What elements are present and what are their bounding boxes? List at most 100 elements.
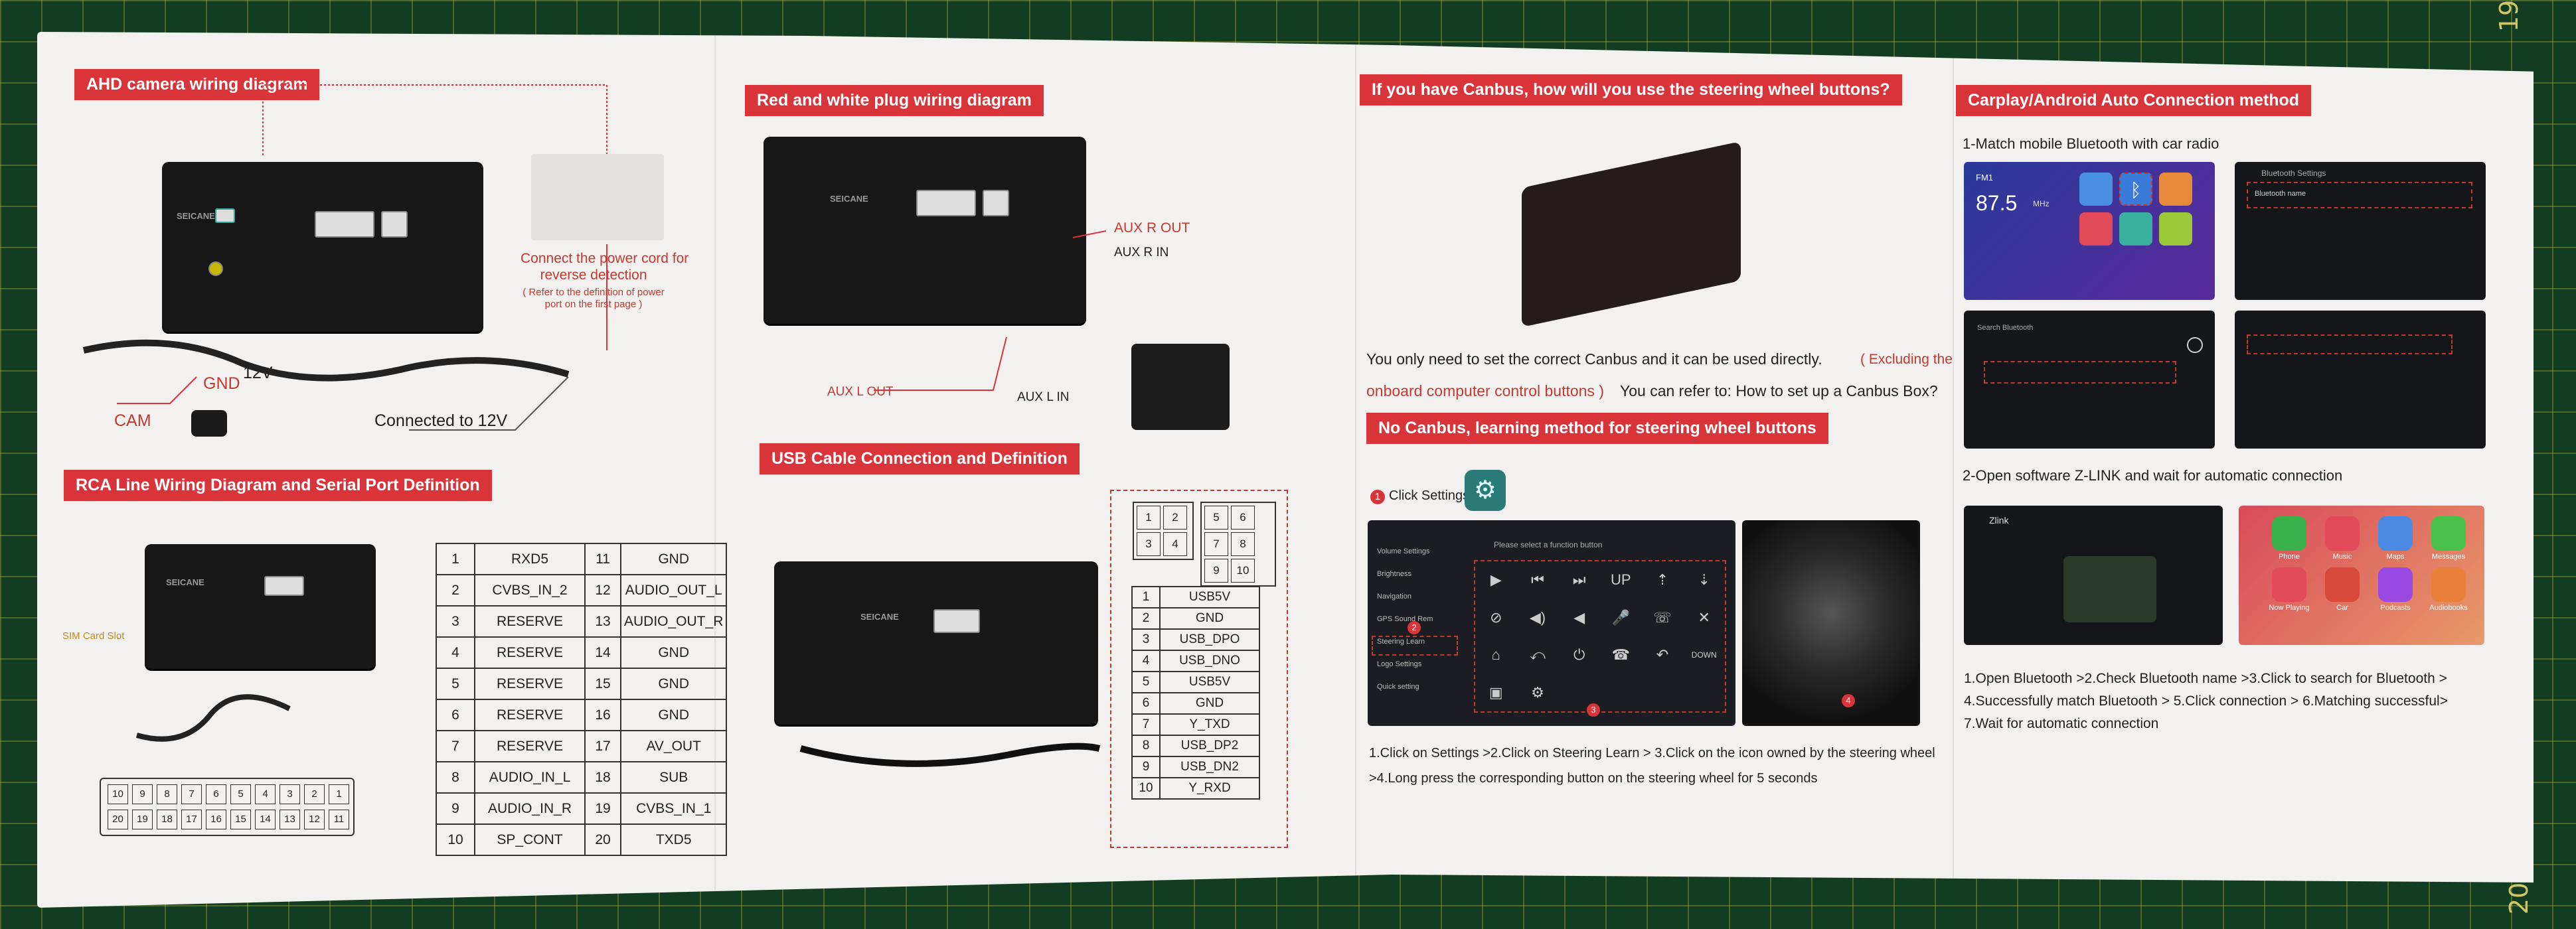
video-app-icon[interactable] [2079,212,2113,246]
instruction-sheet: AHD camera wiring diagram SEICANE Connec… [37,32,2534,908]
harness-plug-image [1131,344,1230,430]
table-cell: 4 [436,636,475,669]
table-cell: USB_DPO [1159,628,1260,651]
table-cell: RESERVE [474,636,586,669]
no-canbus-section-title: No Canbus, learning method for steering … [1366,413,1828,444]
carplay-app-label: Now Playing [2269,604,2310,612]
steering-key-icon: ✕ [1698,608,1710,626]
carplay-app[interactable]: Podcasts [2372,567,2419,612]
music-app-icon[interactable] [2159,173,2192,206]
table-cell: 10 [436,823,475,856]
table-cell: 5 [1131,671,1161,693]
carplay-app-icon [2325,567,2360,602]
table-cell: 7 [436,730,475,762]
carplay-app[interactable]: Music [2318,516,2366,561]
table-cell: RESERVE [474,730,586,762]
carplay-app[interactable]: Phone [2265,516,2313,561]
app-grid: ᛒ [2079,173,2192,246]
radio-unit: MHz [2033,199,2050,208]
rca-section-title: RCA Line Wiring Diagram and Serial Port … [64,470,492,501]
marker-3: 3 [1587,703,1600,717]
table-cell: AUDIO_IN_L [474,761,586,794]
connector-pin: 9 [132,784,153,804]
brand-label: SEICANE [166,577,204,587]
table-cell: USB_DP2 [1159,735,1260,757]
connector-port [381,211,408,238]
canbus-text-note: ( Excluding the [1860,352,1953,367]
table-cell: RESERVE [474,605,586,638]
carplay-app[interactable]: Messages [2425,516,2472,561]
connector-port [933,609,980,633]
steering-key-icon: ◀) [1529,608,1546,626]
serial-connector-diagram [100,778,355,836]
matched-device-row[interactable] [2247,334,2453,354]
power-note: reverse detection [540,267,647,283]
table-cell: GND [1159,692,1260,715]
connector-pin: 18 [157,810,177,829]
carplay-app-label: Maps [2386,553,2405,561]
table-cell: CVBS_IN_2 [474,574,586,607]
settings-app-icon[interactable] [2119,212,2152,246]
connector-port [315,211,374,238]
apps-app-icon[interactable] [2159,212,2192,246]
table-cell: USB5V [1159,586,1260,608]
zlink-title: Zlink [1989,515,2009,526]
connector-port [215,208,235,223]
search-field[interactable] [1984,361,2176,384]
connector-pin: 19 [132,810,153,829]
steering-key-icon: ⊘ [1490,608,1502,626]
table-cell: 13 [584,605,621,638]
connector-pin: 14 [255,810,276,829]
steering-wheel-photo: 4 [1742,520,1920,726]
carplay-app[interactable]: Car [2318,567,2366,612]
settings-app-icon[interactable]: ⚙ [1465,470,1506,511]
bluetooth-app-icon[interactable]: ᛒ [2119,173,2152,206]
carplay-app-label: Messages [2431,553,2466,561]
carplay-app[interactable]: Maps [2372,516,2419,561]
settings-menu-item: Brightness [1377,570,1411,578]
carplay-app[interactable]: Now Playing [2265,567,2313,612]
steering-key-icon: ⇡ [1656,571,1669,589]
table-cell: 1 [436,543,475,575]
bt-name-row[interactable] [2247,182,2472,208]
step-1-marker: 1 [1370,490,1385,504]
steering-key-icon: ⚙ [1531,683,1544,701]
carplay-step-1: 1-Match mobile Bluetooth with car radio [1963,135,2219,152]
settings-menu-item: Navigation [1377,593,1411,601]
power-plug-image [531,154,664,240]
connector-pin: 1 [329,784,349,804]
contacts-app-icon[interactable] [2079,173,2113,206]
usb-plug-pin: 5 [1204,506,1228,530]
connector-pin: 3 [280,784,300,804]
steering-note-1: 1.Click on Settings >2.Click on Steering… [1369,746,1935,760]
red-white-section-title: Red and white plug wiring diagram [745,85,1044,116]
bluetooth-search-screenshot: Search Bluetooth [1964,311,2215,449]
table-cell: GND [619,636,728,669]
table-cell: AUDIO_OUT_L [619,574,728,607]
carplay-steps-line-1: 1.Open Bluetooth >2.Check Bluetooth name… [1964,671,2447,686]
connector-pin: 13 [280,810,300,829]
canbus-text: You can refer to: How to set up a Canbus… [1620,382,1938,399]
table-cell: USB_DNO [1159,650,1260,672]
wiring-lines [82,84,1107,767]
carplay-app[interactable]: Audiobooks [2425,567,2472,612]
table-cell: USB5V [1159,671,1260,693]
bluetooth-connect-screenshot [2235,311,2486,449]
search-icon[interactable] [2187,337,2203,353]
head-unit-image: SEICANE [774,561,1098,725]
table-cell: 6 [436,699,475,731]
steering-note-2: >4.Long press the corresponding button o… [1369,771,1818,786]
table-cell: 2 [1131,607,1161,630]
carplay-app-icon [2272,516,2306,551]
steering-key-grid: ▶⏮⏭UP⇡⇣⊘◀)◀🎤☏✕⌂⤺⏻☎↶DOWN▣⚙ [1474,560,1726,713]
